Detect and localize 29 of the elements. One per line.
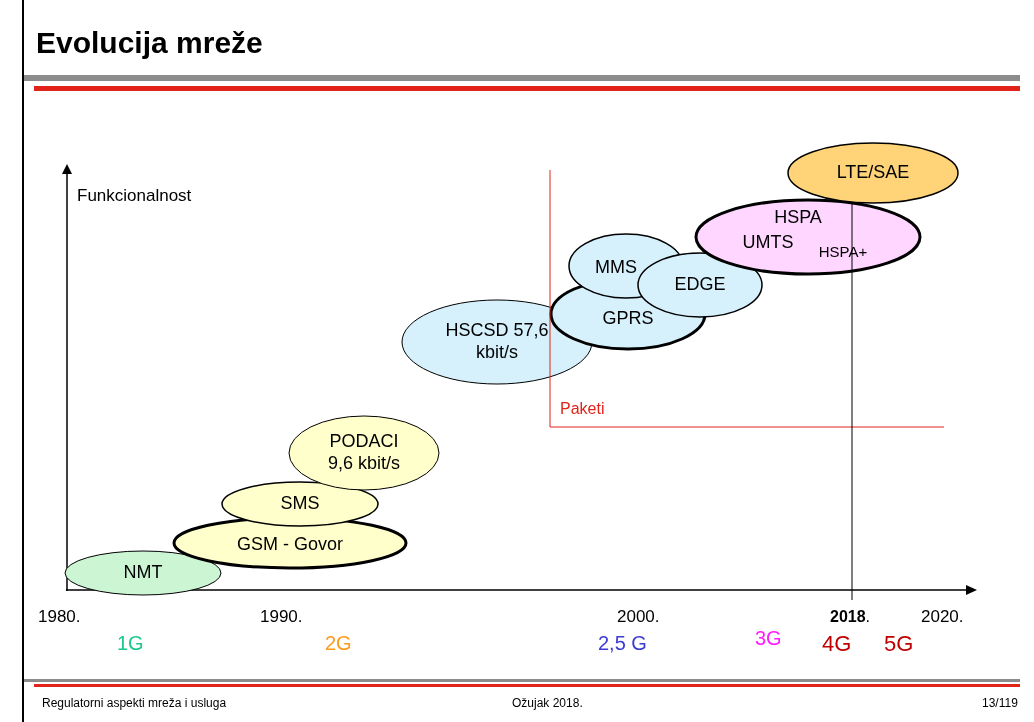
footer-text: Regulatorni aspekti mreža i usluga — [42, 697, 227, 709]
year-tick-label: 2018. — [830, 609, 871, 625]
slide-title: Evolucija mreže — [36, 28, 263, 58]
node-label: GPRS — [602, 308, 654, 330]
node-label: HSCSD 57,6 kbit/s — [444, 320, 550, 364]
node-label: UMTS — [742, 232, 794, 254]
page-number: 13/119 — [982, 697, 1018, 709]
year-tick-label: 1980. — [38, 608, 81, 625]
generation-label: 2G — [325, 633, 352, 653]
generation-label: 2,5 G — [598, 633, 647, 653]
year-tick-label: 1990. — [260, 608, 303, 625]
year-tick-label: 2000. — [617, 608, 660, 625]
node-label: NMT — [123, 562, 163, 584]
node-label: HSPA — [774, 207, 822, 229]
generation-label: 3G — [755, 628, 782, 648]
node-label: LTE/SAE — [836, 162, 910, 184]
node-label: GSM - Govor — [237, 534, 343, 556]
region-label: Paketi — [560, 401, 605, 417]
node-label: HSPA+ — [818, 243, 868, 261]
generation-label: 4G — [822, 633, 852, 655]
year-tick-label: 2020. — [921, 608, 964, 625]
axis-label: Funkcionalnost — [77, 187, 192, 204]
node-label: MMS — [595, 257, 637, 279]
node-label: SMS — [280, 493, 320, 515]
generation-label: 5G — [884, 633, 914, 655]
generation-label: 1G — [117, 633, 144, 653]
footer-date: Ožujak 2018. — [512, 697, 583, 709]
node-label: EDGE — [674, 274, 726, 296]
node-label: PODACI 9,6 kbit/s — [326, 431, 401, 475]
